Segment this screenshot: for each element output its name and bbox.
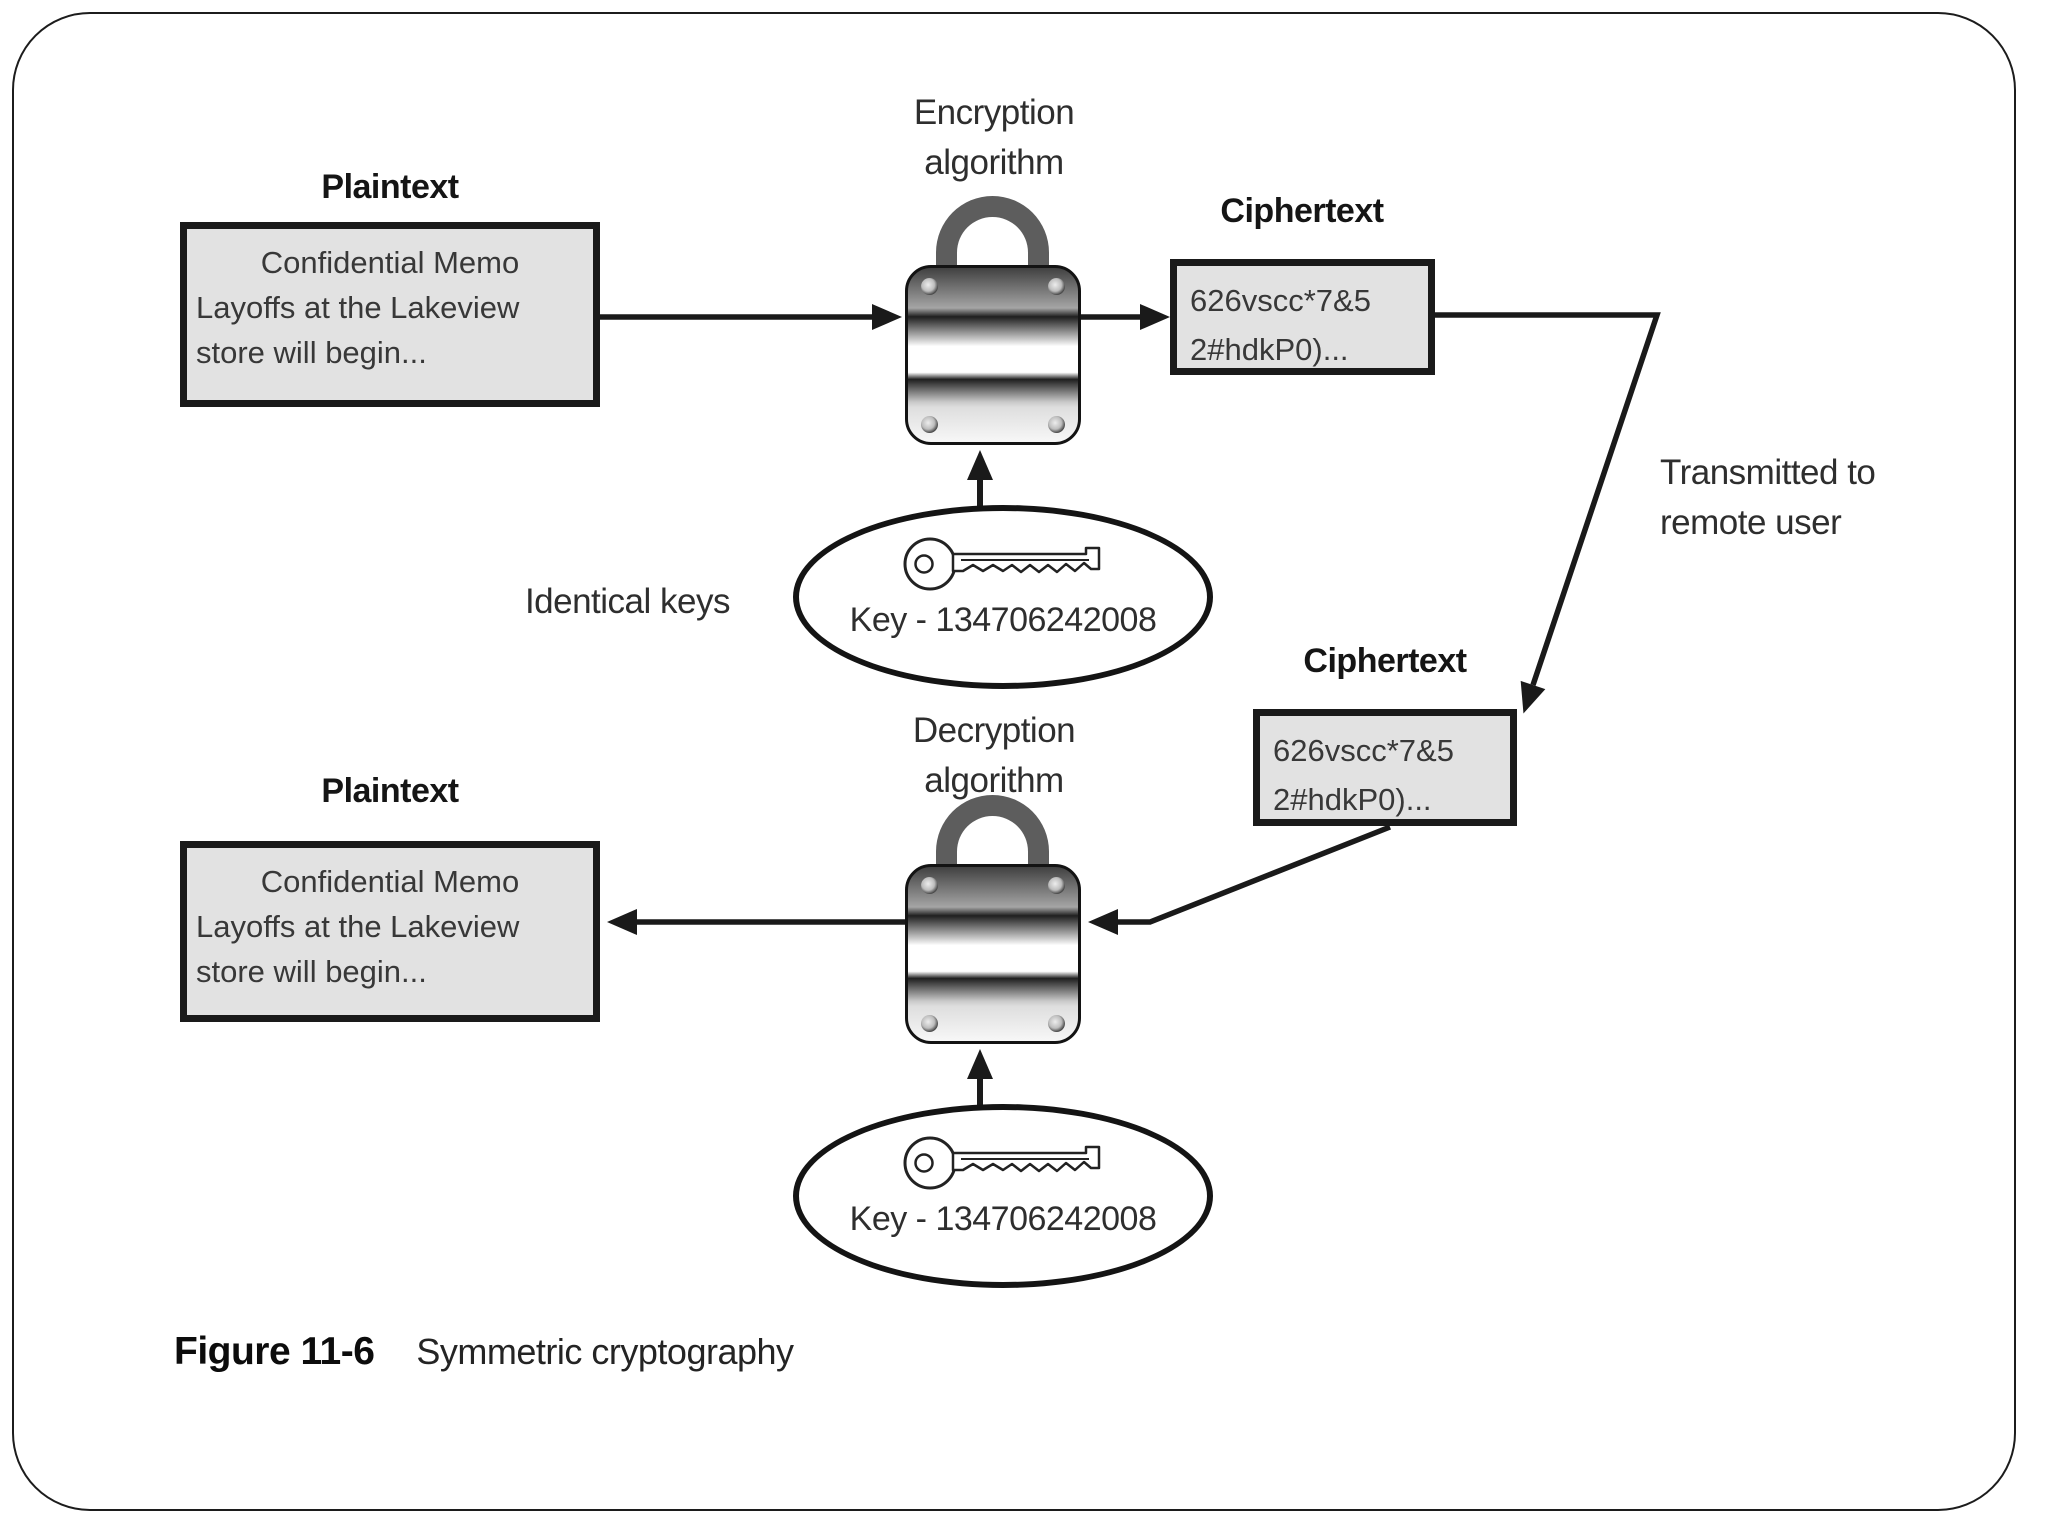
key-label-bottom: Key - 134706242008 — [849, 1200, 1157, 1238]
rivet-icon — [1048, 278, 1065, 295]
plaintext-line2: Layoffs at the Lakeview — [196, 909, 520, 944]
rivet-icon — [921, 416, 938, 433]
plaintext-line3: store will begin... — [196, 954, 427, 989]
rivet-icon — [1048, 416, 1065, 433]
key-icon — [903, 1136, 1101, 1190]
decryption-key-ellipse: Key - 134706242008 — [793, 1104, 1213, 1288]
rivet-icon — [921, 278, 938, 295]
encryption-padlock-icon — [905, 196, 1081, 445]
figure-title: Symmetric cryptography — [416, 1331, 794, 1372]
identical-keys-label: Identical keys — [524, 582, 731, 621]
key-icon — [903, 537, 1101, 591]
ciphertext-label-top: Ciphertext — [1220, 192, 1384, 230]
plaintext-label-top: Plaintext — [321, 168, 459, 206]
decryption-padlock-icon — [905, 795, 1081, 1044]
padlock-body — [905, 864, 1081, 1044]
ciphertext-line1: 626vscc*7&5 — [1190, 283, 1371, 318]
encryption-key-ellipse: Key - 134706242008 — [793, 505, 1213, 689]
rivet-icon — [1048, 1015, 1065, 1032]
figure-number: Figure 11-6 — [174, 1330, 375, 1373]
ciphertext-line2: 2#hdkP0)... — [1273, 782, 1432, 817]
plaintext-box-top: Confidential Memo Layoffs at the Lakevie… — [180, 222, 600, 407]
figure-caption: Figure 11-6 Symmetric cryptography — [174, 1330, 794, 1374]
transmitted-label: Transmitted to remote user — [1660, 453, 1876, 542]
key-label-top: Key - 134706242008 — [849, 601, 1157, 639]
decryption-algorithm-label: Decryption algorithm — [912, 711, 1076, 800]
rivet-icon — [1048, 877, 1065, 894]
ciphertext-box-bottom: 626vscc*7&5 2#hdkP0)... — [1253, 709, 1517, 826]
ciphertext-line1: 626vscc*7&5 — [1273, 733, 1454, 768]
ciphertext-line2: 2#hdkP0)... — [1190, 332, 1349, 367]
plaintext-line2: Layoffs at the Lakeview — [196, 290, 520, 325]
padlock-body — [905, 265, 1081, 445]
plaintext-box-bottom: Confidential Memo Layoffs at the Lakevie… — [180, 841, 600, 1022]
plaintext-line1: Confidential Memo — [260, 864, 520, 899]
ciphertext-label-bottom: Ciphertext — [1303, 642, 1467, 680]
plaintext-line3: store will begin... — [196, 335, 427, 370]
plaintext-label-bottom: Plaintext — [321, 772, 459, 810]
encryption-algorithm-label: Encryption algorithm — [913, 93, 1075, 182]
ciphertext-box-top: 626vscc*7&5 2#hdkP0)... — [1170, 259, 1435, 375]
rivet-icon — [921, 877, 938, 894]
rivet-icon — [921, 1015, 938, 1032]
plaintext-line1: Confidential Memo — [260, 245, 520, 280]
